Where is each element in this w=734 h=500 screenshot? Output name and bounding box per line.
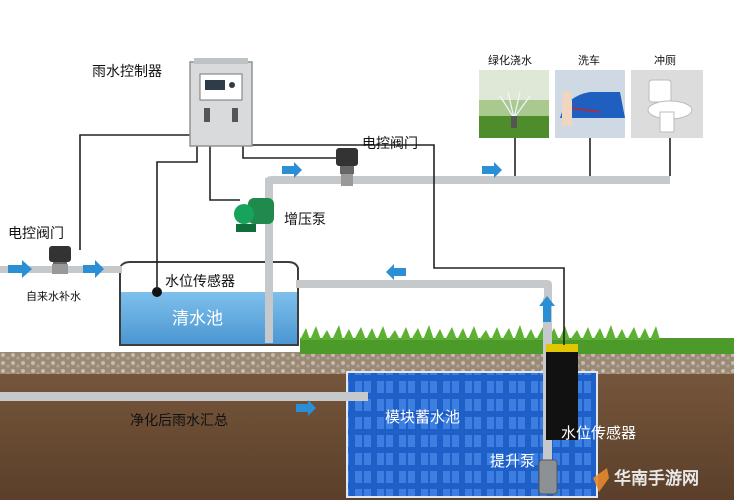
rain-controller [189,58,253,147]
booster-pump-label: 增压泵 [284,212,326,228]
module-level-sensor-dot [563,414,573,424]
controller-label: 雨水控制器 [92,64,162,80]
booster-pump-icon [234,198,274,232]
gravel-layer [0,352,734,374]
module-tank-label: 模块蓄水池 [385,408,460,426]
booster-riser [265,178,273,343]
sensor-well [546,350,578,440]
well-cap [546,344,578,352]
tap-water-label: 自来水补水 [26,290,81,303]
control-wires [79,134,671,345]
return-pipe [296,280,552,300]
use-garden-label: 绿化浇水 [488,53,532,67]
module-level-sensor-label: 水位传感器 [561,424,636,442]
flow-arrows [8,162,555,416]
left-valve-label: 电控阀门 [8,226,64,242]
grass-strip [300,325,734,354]
use-garden-photo [479,70,549,138]
use-carwash-label: 洗车 [578,53,600,67]
use-toilet-photo [631,70,703,138]
use-carwash-photo [555,70,625,138]
collected-rain-pipe [0,392,368,401]
collected-rain-label: 净化后雨水汇总 [130,413,228,429]
watermark-text: 华南手游网 [614,468,699,489]
clear-tank-label: 清水池 [172,309,223,329]
lift-pump [538,459,558,495]
watermark: 华南手游网 [593,468,699,492]
supply-main-pipe [265,176,670,184]
use-toilet-label: 冲厕 [654,53,676,67]
top-valve-label: 电控阀门 [362,136,418,152]
left-valve-icon [49,246,71,274]
clear-level-sensor-label: 水位传感器 [165,273,235,290]
lift-pump-label: 提升泵 [490,452,535,470]
top-valve-icon [336,148,358,186]
clear-level-sensor-dot [152,287,162,297]
